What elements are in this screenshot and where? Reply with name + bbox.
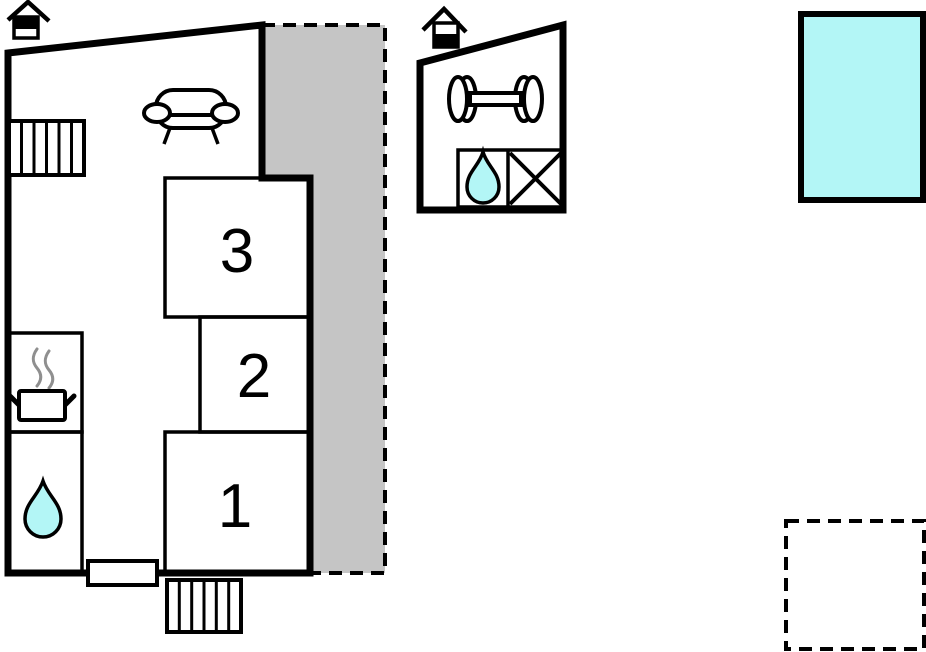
steam-line xyxy=(31,347,43,388)
annex-wet-cell xyxy=(456,148,565,209)
room-1-label: 1 xyxy=(218,472,252,541)
sofa-icon xyxy=(142,88,240,145)
water-drop-icon xyxy=(465,145,501,205)
terrace xyxy=(258,23,387,575)
dumbbell-icon xyxy=(447,75,544,123)
room-2-label: 2 xyxy=(237,342,271,411)
main-house: 3 2 1 xyxy=(4,0,314,634)
room-1 xyxy=(163,430,312,575)
upper-storey-indicator-icon xyxy=(6,0,51,40)
ground-storey-indicator-icon xyxy=(421,5,468,49)
stairs-icon xyxy=(7,119,86,177)
water-drop-icon xyxy=(23,475,63,539)
steam-line xyxy=(43,349,55,390)
room-3-label: 3 xyxy=(220,217,254,286)
patio-square xyxy=(784,519,926,651)
terrace-area xyxy=(258,25,385,573)
entrance-steps-icon xyxy=(165,578,243,634)
annex-building xyxy=(416,5,567,214)
crossed-box-icon xyxy=(508,151,563,206)
stove-icon xyxy=(7,347,77,422)
swimming-pool xyxy=(798,11,926,203)
entrance-door-icon xyxy=(86,559,159,587)
annex-outline xyxy=(416,20,567,214)
bathroom xyxy=(6,430,84,575)
